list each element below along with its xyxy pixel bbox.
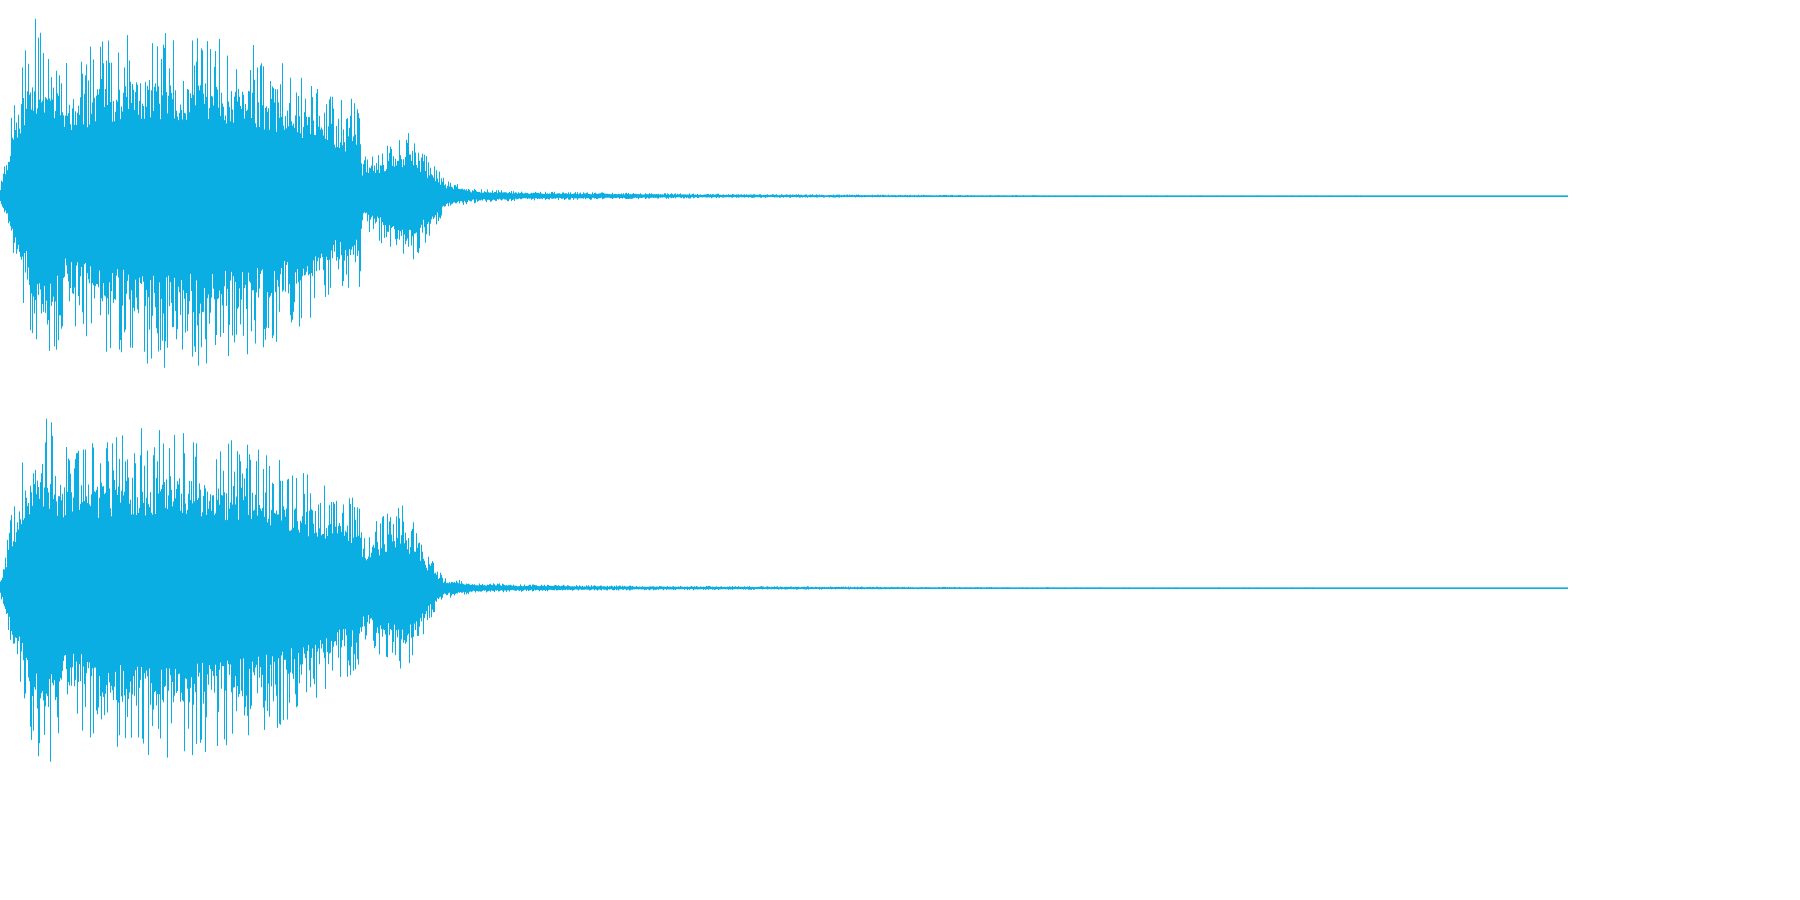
waveform-core [0, 126, 684, 268]
waveform-channel-left [0, 18, 1568, 368]
waveform-display [0, 18, 1568, 762]
waveform-channel-right [0, 418, 1568, 762]
waveform-core [0, 516, 615, 660]
